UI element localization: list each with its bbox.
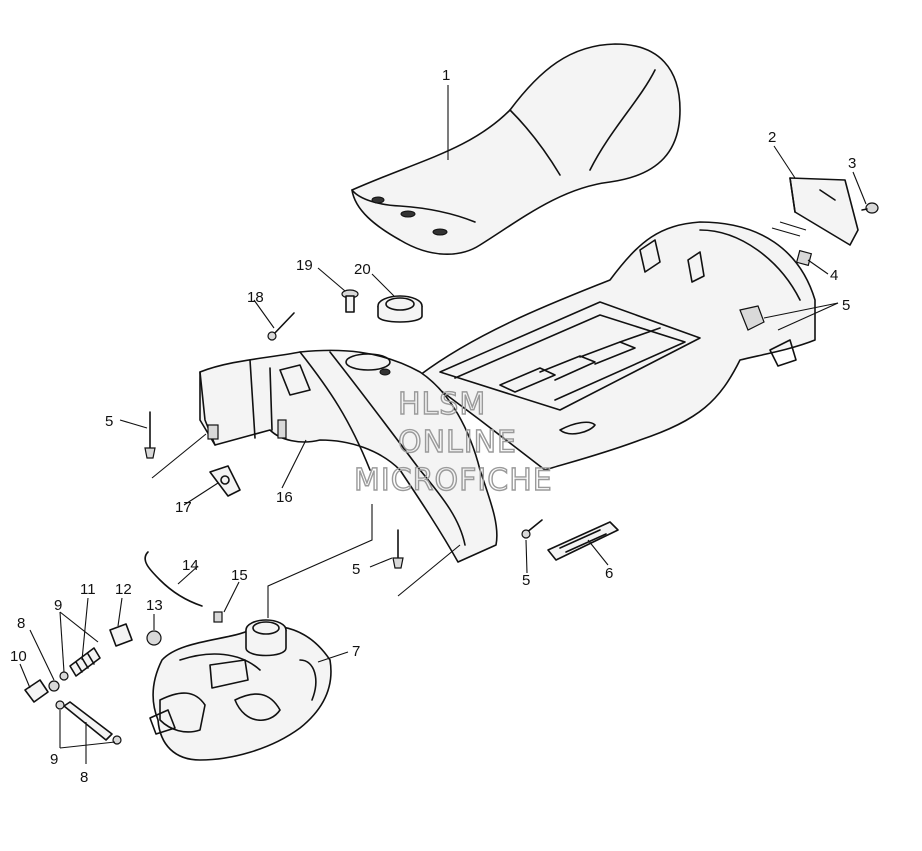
rear-body-panel [419, 221, 816, 471]
fuel-tank-7 [149, 619, 332, 761]
callout-13: 13 [146, 597, 163, 614]
callout-16: 16 [276, 489, 293, 506]
callout-3: 3 [848, 155, 856, 172]
watermark-line-1: HLSM [398, 387, 486, 422]
leader-lines [19, 85, 867, 764]
callout-2: 2 [768, 129, 776, 146]
callout-18: 18 [247, 289, 264, 306]
callout-9-top: 9 [54, 597, 62, 614]
watermark-line-2: ONLINE [398, 425, 517, 460]
callout-5-lower: 5 [522, 572, 530, 589]
clip-4 [795, 249, 813, 267]
fuel-cap-20 [377, 295, 423, 323]
ring-8-top [48, 680, 60, 692]
callout-12: 12 [115, 581, 132, 598]
callout-8-top: 8 [17, 615, 25, 632]
callout-11: 11 [80, 581, 96, 598]
clamp-9-top [59, 671, 69, 681]
hose-14 [144, 551, 203, 607]
watermark-line-3: MICROFICHE [354, 463, 553, 498]
callout-20: 20 [354, 261, 371, 278]
watermark: HLSM ONLINE MICROFICHE [353, 386, 553, 498]
screw-19 [341, 289, 359, 313]
rivet-18 [267, 312, 295, 341]
screw-3 [861, 202, 879, 214]
callout-17: 17 [175, 499, 192, 516]
fitting-15 [213, 611, 223, 623]
push-rivet-lower [521, 519, 543, 539]
hose-8-bottom [63, 701, 113, 741]
valve-10 [24, 679, 49, 703]
callout-15: 15 [231, 567, 248, 584]
callout-19: 19 [296, 257, 313, 274]
callout-14: 14 [182, 557, 199, 574]
callouts: 1 2 3 4 5 5 5 5 6 7 8 8 9 9 10 11 12 13 … [10, 67, 856, 786]
callout-6: 6 [605, 565, 613, 582]
callout-5-center: 5 [352, 561, 360, 578]
push-rivet-left [144, 411, 207, 479]
clamp-9-bottom [55, 700, 65, 710]
fitting-12 [109, 623, 133, 647]
gasket-17 [209, 465, 241, 497]
nut-13 [146, 630, 162, 646]
callout-7: 7 [352, 643, 360, 660]
callout-4: 4 [830, 267, 838, 284]
rear-bracket [771, 177, 859, 246]
front-console [199, 349, 498, 563]
fuel-valve-assembly [24, 623, 162, 745]
callout-5-left: 5 [105, 413, 113, 430]
callout-10: 10 [10, 648, 27, 665]
foot-step-6 [547, 521, 619, 561]
callout-8-bottom: 8 [80, 769, 88, 786]
callout-9-bottom: 9 [50, 751, 58, 768]
push-rivet-center [392, 529, 461, 597]
callout-1: 1 [442, 67, 450, 84]
callout-5-right: 5 [842, 297, 850, 314]
seat [351, 43, 681, 255]
